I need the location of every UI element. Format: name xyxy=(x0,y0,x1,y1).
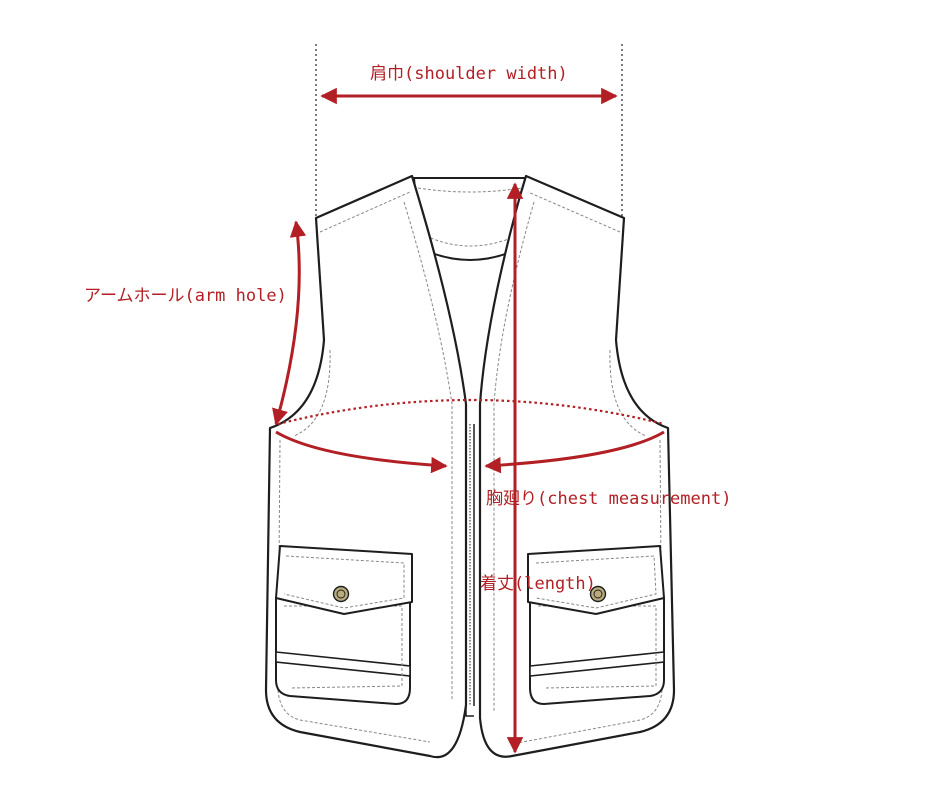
label-length: 着丈(length) xyxy=(480,574,596,594)
zipper xyxy=(465,424,475,717)
label-shoulder-width: 肩巾(shoulder width) xyxy=(370,64,568,84)
button-right-icon xyxy=(589,585,607,603)
pocket-left xyxy=(275,545,413,706)
arm-hole-arrow xyxy=(272,220,307,426)
button-left-icon xyxy=(332,585,350,603)
chest-arrow-left xyxy=(275,430,448,474)
label-arm-hole: アームホール(arm hole) xyxy=(84,286,287,306)
pocket-right xyxy=(527,545,665,706)
chest-back-dotted-line xyxy=(277,398,665,426)
label-chest: 胸廻り(chest measurement) xyxy=(486,489,732,509)
shoulder-guide-lines xyxy=(315,44,623,216)
